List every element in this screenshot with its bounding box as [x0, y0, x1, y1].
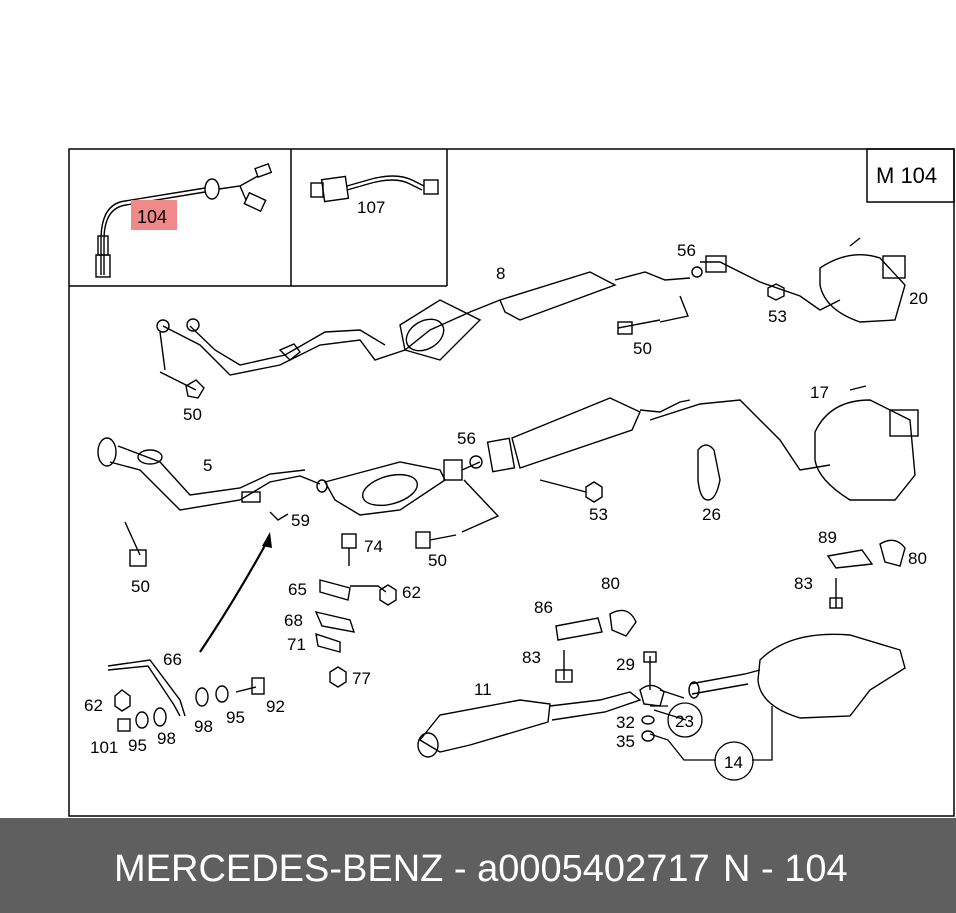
callout-77: 77 [352, 669, 371, 688]
callout-83-right: 83 [794, 574, 813, 593]
callout-65: 65 [288, 580, 307, 599]
callout-68: 68 [284, 611, 303, 630]
model-box-label: M 104 [876, 163, 937, 188]
upper-exhaust-assembly [156, 237, 906, 399]
callout-50-middle-left: 50 [131, 577, 150, 596]
callout-32: 32 [616, 713, 635, 732]
pointer-arrowhead [262, 532, 272, 548]
callout-98-right: 98 [194, 717, 213, 736]
callout-29: 29 [616, 655, 635, 674]
oxygen-sensor-104-drawing [95, 162, 273, 278]
callout-5: 5 [203, 456, 212, 475]
highlight-marker [131, 200, 177, 230]
callout-23: 23 [675, 712, 694, 731]
callout-95-right: 95 [226, 708, 245, 727]
model-box-frame [866, 148, 955, 203]
callout-56-middle: 56 [457, 429, 476, 448]
callout-14: 14 [724, 753, 743, 772]
callout-89: 89 [818, 528, 837, 547]
callout-92: 92 [266, 697, 285, 716]
callout-62-top: 62 [402, 583, 421, 602]
callout-62-bottom: 62 [84, 696, 103, 715]
oxygen-sensor-107-drawing [310, 175, 439, 203]
callout-71: 71 [287, 635, 306, 654]
footer-bar: MERCEDES-BENZ - a0005402717 N - 104 [0, 818, 956, 913]
callout-8: 8 [496, 264, 505, 283]
diagram-frame [68, 148, 955, 817]
callout-86: 86 [534, 598, 553, 617]
callout-50-top-left: 50 [183, 405, 202, 424]
callout-leader-lines [649, 689, 773, 781]
callout-74: 74 [364, 537, 383, 556]
callout-98-left: 98 [157, 729, 176, 748]
callout-101: 101 [90, 738, 118, 757]
callout-95-left: 95 [128, 736, 147, 755]
callout-66: 66 [163, 650, 182, 669]
callout-56-top: 56 [677, 241, 696, 260]
lower-parts-group [107, 533, 906, 758]
callout-26: 26 [702, 505, 721, 524]
callout-20: 20 [909, 289, 928, 308]
callout-53-middle: 53 [589, 505, 608, 524]
callout-50-top-right: 50 [633, 339, 652, 358]
callout-53-top: 53 [768, 307, 787, 326]
footer-reference: N - 104 [723, 848, 848, 890]
callout-80-right: 80 [908, 549, 927, 568]
callout-17: 17 [810, 383, 829, 402]
callout-80-left: 80 [601, 574, 620, 593]
callout-104: 104 [137, 207, 167, 227]
footer-part-number: MERCEDES-BENZ - a0005402717 [114, 848, 710, 890]
exhaust-system-diagram: M 104 104 107 [68, 148, 955, 817]
callout-107: 107 [357, 198, 385, 217]
pointer-arrow [199, 539, 269, 653]
callout-59: 59 [291, 511, 310, 530]
middle-exhaust-assembly [97, 385, 919, 567]
callout-35: 35 [616, 732, 635, 751]
callout-83-left: 83 [522, 648, 541, 667]
callout-50-middle-right: 50 [428, 551, 447, 570]
callout-11: 11 [474, 680, 492, 699]
